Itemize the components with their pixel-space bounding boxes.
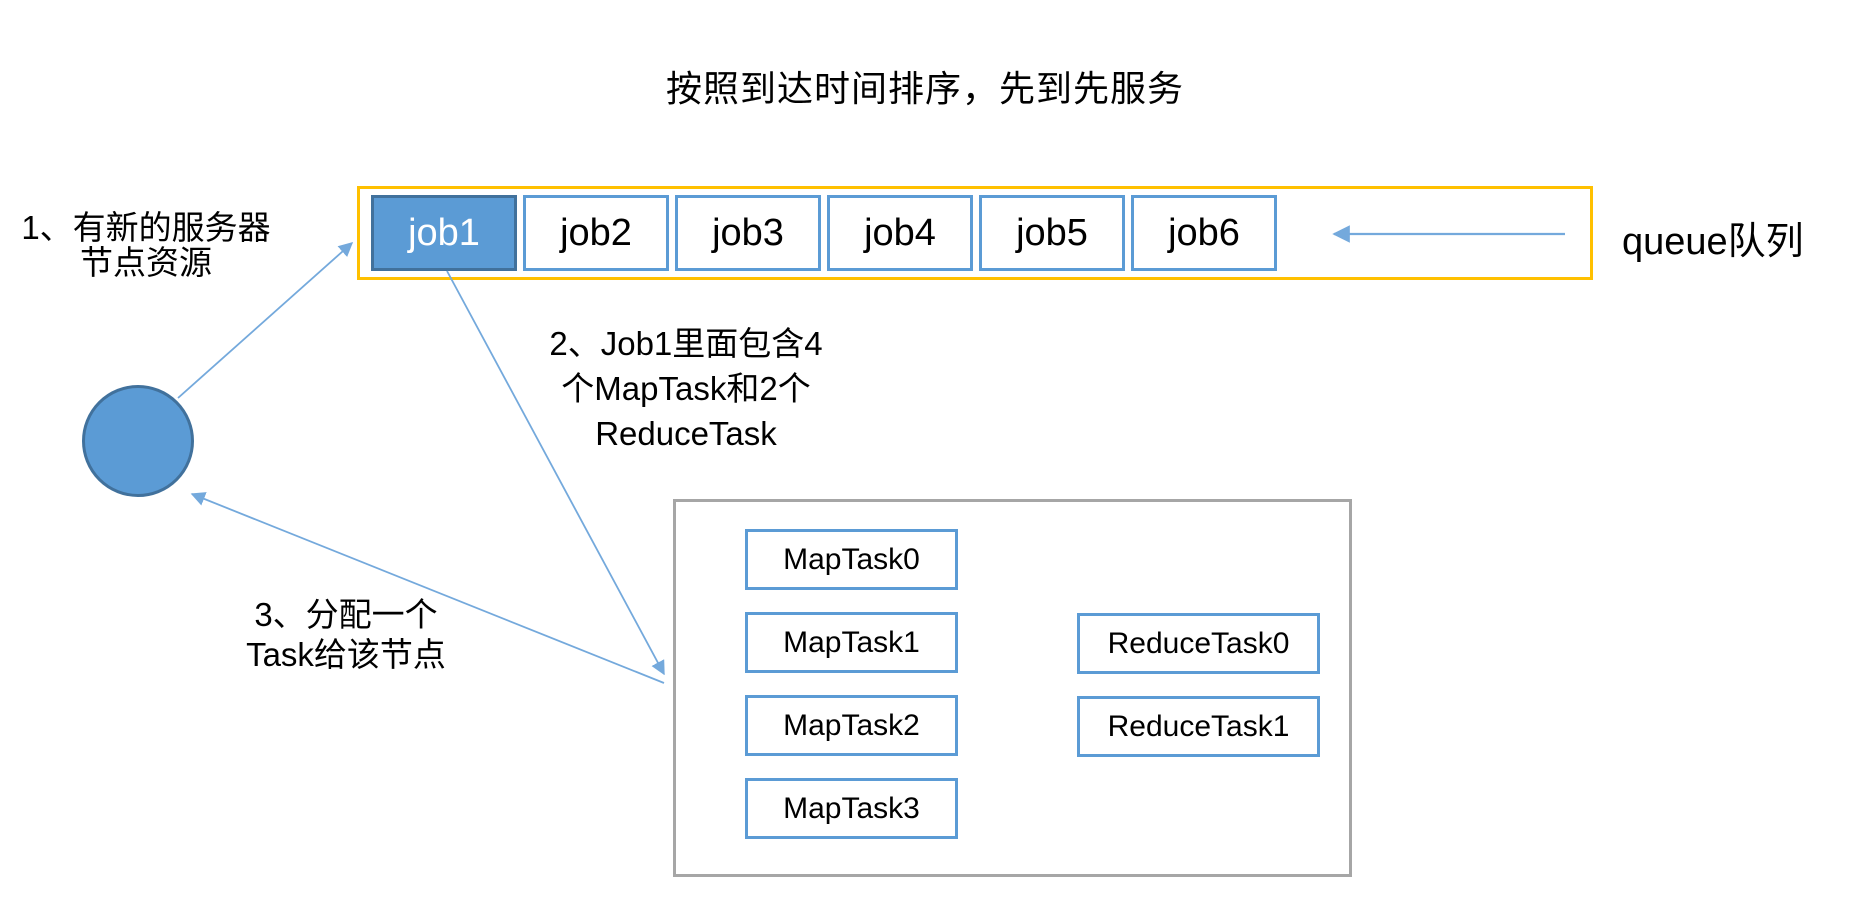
step3-line2: Task给该节点	[246, 636, 446, 673]
server-node-circle	[82, 385, 194, 497]
job-item-job1: job1	[371, 195, 517, 271]
job-item-job6: job6	[1131, 195, 1277, 271]
reduce-task-box-1: ReduceTask1	[1077, 696, 1320, 757]
reduce-task-column: ReduceTask0 ReduceTask1	[1077, 613, 1320, 757]
title-text: 按照到达时间排序，先到先服务	[665, 68, 1184, 109]
map-task-column: MapTask0 MapTask1 MapTask2 MapTask3	[745, 529, 958, 839]
queue-box: job1 job2 job3 job4 job5 job6	[357, 186, 1593, 280]
step1-line1: 1、有新的服务器	[21, 209, 271, 246]
job-item-job2: job2	[523, 195, 669, 271]
step2-line2: 个MapTask和2个	[561, 370, 811, 407]
queue-label: queue队列	[1622, 221, 1804, 263]
step3-line1: 3、分配一个	[254, 596, 438, 633]
step1-annotation: 1、有新的服务器 节点资源	[0, 210, 292, 280]
queue-jobs-row: job1 job2 job3 job4 job5 job6	[371, 195, 1277, 271]
job-item-job4: job4	[827, 195, 973, 271]
step3-annotation: 3、分配一个 Task给该节点	[190, 595, 502, 675]
step2-annotation: 2、Job1里面包含4 个MapTask和2个 ReduceTask	[480, 321, 892, 456]
map-task-box-1: MapTask1	[745, 612, 958, 673]
job-item-job3: job3	[675, 195, 821, 271]
step2-line1: 2、Job1里面包含4	[549, 325, 823, 362]
job-item-job5: job5	[979, 195, 1125, 271]
task-container: MapTask0 MapTask1 MapTask2 MapTask3 Redu…	[673, 499, 1352, 877]
map-task-box-2: MapTask2	[745, 695, 958, 756]
step1-line2: 节点资源	[80, 244, 212, 281]
map-task-box-0: MapTask0	[745, 529, 958, 590]
map-task-box-3: MapTask3	[745, 778, 958, 839]
reduce-task-box-0: ReduceTask0	[1077, 613, 1320, 674]
step2-line3: ReduceTask	[595, 415, 777, 452]
